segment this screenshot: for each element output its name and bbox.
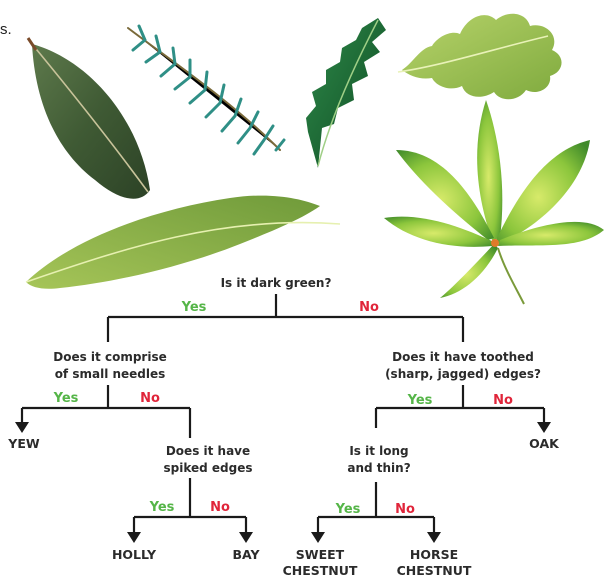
question-dark-green: Is it dark green? [221,276,332,290]
yes-label-toothed: Yes [407,393,433,408]
question-long-thin-line1: Is it long [349,444,408,458]
arrow-oak [537,422,551,433]
no-label-dark-green: No [359,300,379,315]
arrow-bay [239,532,253,543]
oak-leaf-picture [398,14,562,100]
question-toothed-line1: Does it have toothed [392,350,534,364]
answer-horse-chestnut-line2: CHESTNUT [397,563,472,578]
yes-label-needles: Yes [53,391,79,406]
sweet-chestnut-leaf-picture [26,196,340,289]
yes-label-long-thin: Yes [335,502,361,517]
horse-chestnut-leaf-picture [384,100,604,304]
question-spiked-line2: spiked edges [163,461,252,475]
question-spiked-line1: Does it have [166,444,250,458]
question-toothed-line2: (sharp, jagged) edges? [385,367,541,381]
question-long-thin-line2: and thin? [347,461,410,475]
arrow-sweet-chestnut [311,532,325,543]
answer-holly: HOLLY [112,547,157,562]
no-label-spiked: No [210,500,230,515]
yes-label-spiked: Yes [149,500,175,515]
answer-horse-chestnut-line1: HORSE [410,547,458,562]
no-label-needles: No [140,391,160,406]
question-needles-line2: of small needles [55,367,166,381]
answer-bay: BAY [232,547,260,562]
corner-text: s. [0,21,12,38]
answer-yew: YEW [7,436,40,451]
bay-leaf-picture [28,38,150,199]
question-needles-line1: Does it comprise [53,350,166,364]
decision-tree-lines [22,294,544,532]
holly-leaf-picture [306,18,386,168]
no-label-long-thin: No [395,502,415,517]
answer-oak: OAK [529,436,560,451]
yes-label-dark-green: Yes [181,300,207,315]
arrow-horse-chestnut [427,532,441,543]
yew-sprig-picture [128,26,284,154]
answer-sweet-chestnut-line1: SWEET [296,547,345,562]
answer-sweet-chestnut-line2: CHESTNUT [283,563,358,578]
arrow-holly [127,532,141,543]
no-label-toothed: No [493,393,513,408]
arrow-yew [15,422,29,433]
arrowheads [15,422,551,543]
